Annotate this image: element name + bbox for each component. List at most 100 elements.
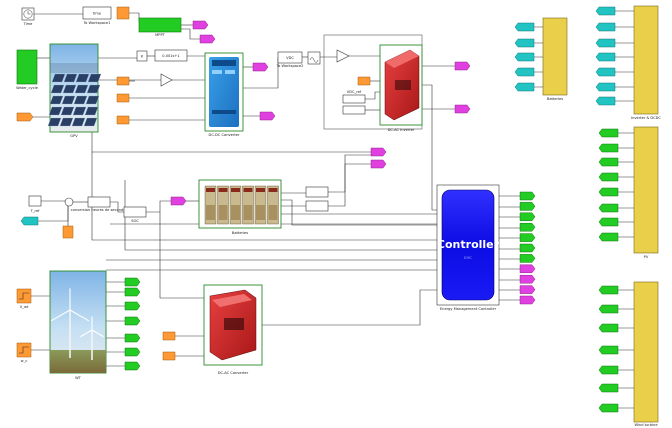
- controller-output-goto-tag[interactable]: [520, 286, 535, 294]
- bus-from-tag[interactable]: [596, 53, 615, 61]
- orange-tag-4[interactable]: [117, 116, 129, 124]
- bus-from-tag[interactable]: [596, 83, 615, 91]
- mppt-goto-tag[interactable]: [193, 21, 208, 29]
- wt-output-goto-tag[interactable]: [125, 278, 140, 286]
- bus-from-tag[interactable]: [596, 23, 615, 31]
- sum-gain-triangle[interactable]: [337, 50, 349, 62]
- wt-output-goto-tag[interactable]: [125, 362, 140, 370]
- bus-from-tag[interactable]: [599, 129, 618, 137]
- to-workspace-2-block[interactable]: VDC: [278, 52, 302, 63]
- controller-block[interactable]: Controller EMC: [437, 185, 500, 305]
- emc-subtitle: EMC: [464, 256, 472, 260]
- breaker-orange-tag[interactable]: [358, 77, 370, 85]
- bus-from-tag[interactable]: [599, 233, 618, 241]
- v-wt-step[interactable]: [17, 289, 31, 303]
- controller-output-goto-tag[interactable]: [520, 223, 535, 231]
- sum-circle[interactable]: [65, 198, 73, 206]
- to-workspace-1-block[interactable]: time: [83, 7, 111, 19]
- battery-measure-block-2[interactable]: [306, 201, 328, 211]
- wt-output-goto-tag[interactable]: [125, 334, 140, 342]
- conversion-block[interactable]: [88, 197, 110, 207]
- water-cycle-block[interactable]: [17, 50, 37, 84]
- wind-turbine-bus-block[interactable]: [634, 282, 658, 422]
- bus-from-tag[interactable]: [599, 305, 618, 313]
- rate-limiter-block[interactable]: 0.001s+1: [155, 50, 187, 61]
- controller-output-goto-tag[interactable]: [520, 296, 535, 304]
- magenta-tag-4[interactable]: [455, 62, 470, 70]
- cyan-from-tag[interactable]: [21, 217, 38, 225]
- controller-output-goto-tag[interactable]: [520, 254, 535, 262]
- magenta-tag-3[interactable]: [260, 112, 275, 120]
- controller-output-goto-tag[interactable]: [520, 213, 535, 221]
- magenta-tag-5[interactable]: [455, 105, 470, 113]
- bus-from-tag[interactable]: [599, 158, 618, 166]
- mppt-input-tag[interactable]: [117, 7, 129, 19]
- dcdc-converter-block[interactable]: [205, 53, 243, 131]
- dc-ac-inverter-block[interactable]: [380, 45, 422, 125]
- gain-triangle-1[interactable]: [161, 74, 172, 86]
- sum-orange-tag[interactable]: [63, 226, 73, 238]
- scope-block[interactable]: [308, 52, 320, 64]
- controller-output-goto-tag[interactable]: [520, 265, 535, 273]
- orange-tag-3[interactable]: [117, 94, 129, 102]
- gain-block-1[interactable]: K: [137, 51, 147, 61]
- bus-from-tag[interactable]: [599, 173, 618, 181]
- pv-array-block[interactable]: [48, 44, 101, 132]
- bus-from-tag[interactable]: [599, 188, 618, 196]
- dcdc-converter-label: DC-DC Converter: [209, 133, 240, 137]
- inverter-dcdc-bus-block[interactable]: [634, 6, 658, 114]
- magenta-tag-2[interactable]: [253, 63, 268, 71]
- controller-output-goto-tag[interactable]: [520, 234, 535, 242]
- svg-text:time: time: [93, 12, 102, 16]
- wt-output-goto-tag[interactable]: [125, 348, 140, 356]
- bus-from-tag[interactable]: [599, 404, 618, 412]
- orange-tag-2[interactable]: [117, 77, 129, 85]
- bus-from-tag[interactable]: [599, 346, 618, 354]
- bus-from-tag[interactable]: [599, 144, 618, 152]
- controller-output-tags: [520, 192, 535, 304]
- controller-output-goto-tag[interactable]: [520, 202, 535, 210]
- controller-output-goto-tag[interactable]: [520, 244, 535, 252]
- bus-from-tag[interactable]: [596, 97, 615, 105]
- converter-orange-tag-2[interactable]: [163, 352, 175, 360]
- bus-from-tag[interactable]: [596, 39, 615, 47]
- pv-ref-goto-tag[interactable]: [200, 35, 215, 43]
- t-ref-block[interactable]: [29, 196, 41, 206]
- bus-from-tag[interactable]: [599, 366, 618, 374]
- wt-output-goto-tag[interactable]: [125, 302, 140, 310]
- pv-bus-block[interactable]: [634, 127, 658, 253]
- bus-from-tag[interactable]: [599, 218, 618, 226]
- bus-from-tag[interactable]: [515, 23, 534, 31]
- controller-output-goto-tag[interactable]: [520, 192, 535, 200]
- vdc-ref-block[interactable]: [343, 95, 365, 103]
- controller-output-goto-tag[interactable]: [520, 275, 535, 283]
- dc-ac-converter-block[interactable]: [204, 285, 262, 365]
- bus-from-tag[interactable]: [599, 324, 618, 332]
- batteries-bus-block[interactable]: [543, 18, 567, 95]
- bus-from-tag[interactable]: [515, 68, 534, 76]
- converter-orange-tag-1[interactable]: [163, 332, 175, 340]
- bus-from-tag[interactable]: [515, 83, 534, 91]
- bus-from-tag[interactable]: [599, 384, 618, 392]
- bus-from-tag[interactable]: [596, 7, 615, 15]
- vdc-value-block[interactable]: [343, 106, 365, 114]
- battery-measure-block-1[interactable]: [306, 187, 328, 197]
- soc-block[interactable]: [124, 207, 146, 217]
- bus-from-tag[interactable]: [599, 286, 618, 294]
- wt-output-goto-tag[interactable]: [125, 317, 140, 325]
- conversion-label: conversion heures de secondes: [71, 208, 128, 212]
- soc-goto-tag[interactable]: [171, 197, 186, 205]
- temperature-input-tag[interactable]: [17, 113, 33, 121]
- magenta-tag-6[interactable]: [371, 148, 386, 156]
- bus-from-tag[interactable]: [515, 53, 534, 61]
- bus-from-tag[interactable]: [596, 68, 615, 76]
- clock-block[interactable]: [22, 8, 34, 20]
- wt-output-goto-tag[interactable]: [125, 288, 140, 296]
- bus-from-tag[interactable]: [599, 204, 618, 212]
- w-c-step[interactable]: [17, 343, 31, 357]
- wind-turbine-block[interactable]: [50, 271, 106, 373]
- bus-from-tag[interactable]: [515, 39, 534, 47]
- mppt-block[interactable]: [139, 18, 181, 32]
- batteries-block[interactable]: [199, 180, 281, 228]
- magenta-tag-7[interactable]: [371, 160, 386, 168]
